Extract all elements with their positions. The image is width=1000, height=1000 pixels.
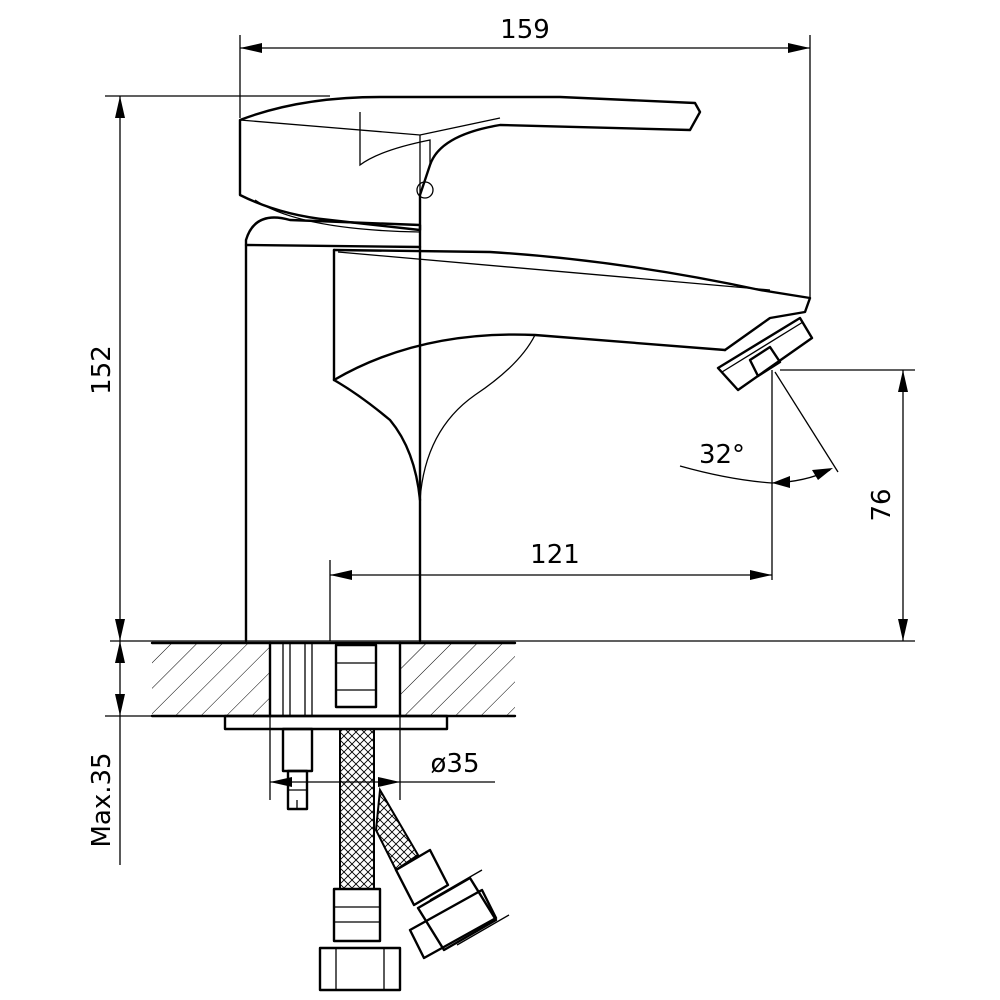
faucet-body (244, 216, 814, 643)
dim-label-max-thickness: Max.35 (87, 752, 117, 847)
dim-overall-width: 159 (239, 15, 811, 298)
lever-handle (238, 95, 702, 233)
supply-hose-angled (374, 786, 510, 960)
dim-spout-angle: 32° (679, 371, 839, 488)
dim-label-hole-diameter: ø35 (431, 749, 480, 779)
dim-max-thickness: Max.35 (87, 641, 225, 865)
dim-label-spout-height: 76 (867, 488, 897, 521)
dim-label-spout-reach: 121 (530, 540, 580, 570)
countertop-section (150, 641, 517, 718)
mounting-hardware (223, 714, 449, 811)
supply-hose-straight (318, 643, 402, 992)
dim-label-spout-angle: 32° (699, 440, 745, 470)
dim-label-overall-height: 152 (87, 345, 117, 395)
dim-label-overall-width: 159 (500, 15, 550, 45)
dim-hole-diameter: ø35 (269, 716, 495, 800)
dim-spout-reach: 121 (329, 370, 773, 641)
dim-overall-height: 152 (87, 95, 330, 641)
dim-spout-height: 76 (780, 369, 915, 641)
aerator (716, 316, 814, 392)
